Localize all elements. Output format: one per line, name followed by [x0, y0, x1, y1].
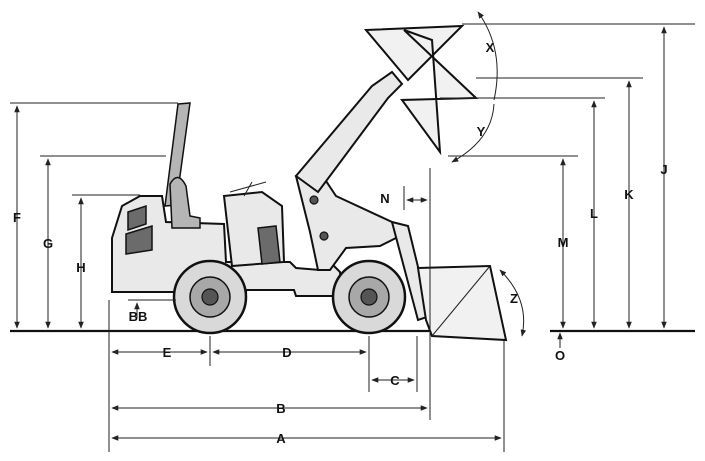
label-f: F [13, 210, 21, 225]
label-e: E [163, 345, 172, 360]
pivot-pin [309, 195, 319, 205]
label-b: B [276, 401, 285, 416]
steering-wheel [229, 181, 267, 197]
label-d: D [282, 345, 291, 360]
label-m: M [558, 235, 569, 250]
pivot-pin [319, 231, 329, 241]
label-j: J [660, 162, 667, 177]
rear-wheel [172, 259, 248, 335]
dimension-lines [10, 11, 695, 452]
label-z: Z [510, 291, 518, 306]
label-c: C [390, 373, 400, 388]
rear-grill-lower [125, 224, 153, 255]
dimension-labels: F G H BB E D C B A N X Y Z M L K J O [13, 40, 668, 446]
bucket-lowered-edge [431, 265, 491, 337]
label-h: H [76, 260, 85, 275]
label-g: G [43, 236, 53, 251]
bucket-dumped [400, 29, 479, 156]
label-o: O [555, 348, 565, 363]
bucket-lowered [416, 264, 508, 342]
label-bb: BB [129, 309, 148, 324]
rear-grill [127, 204, 147, 232]
operator-seat [169, 176, 201, 229]
loader-frame [294, 170, 402, 271]
label-a: A [276, 431, 286, 446]
label-x: X [486, 40, 495, 55]
front-wheel [331, 259, 407, 335]
label-n: N [380, 191, 389, 206]
bucket-raised [363, 24, 465, 82]
label-y: Y [477, 124, 486, 139]
raised-boom [294, 70, 404, 194]
label-k: K [624, 187, 634, 202]
label-l: L [590, 206, 598, 221]
hydraulic-cylinder-side [257, 225, 281, 265]
wheel-loader [111, 70, 432, 335]
